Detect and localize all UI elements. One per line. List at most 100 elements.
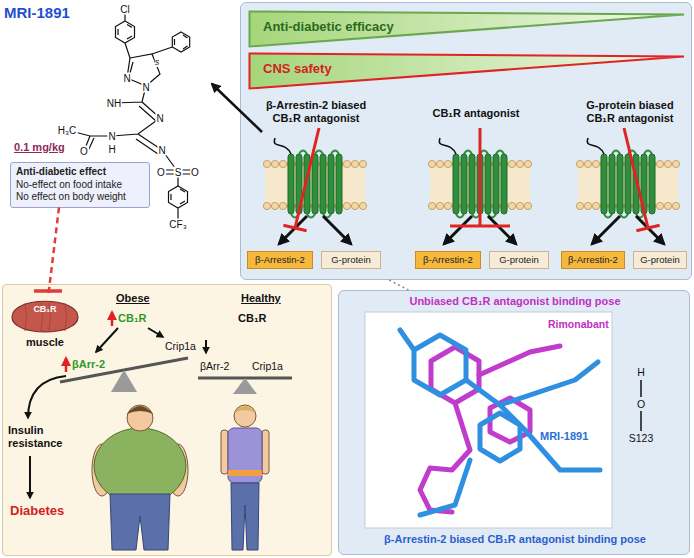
drawing-part	[400, 330, 414, 350]
drawing-part	[428, 202, 435, 209]
drawing-part	[461, 154, 467, 214]
drawing-part	[312, 154, 318, 214]
atom-label: O	[79, 146, 89, 157]
drawing-part	[516, 160, 523, 167]
atom-label: N	[107, 131, 116, 142]
drawing-part	[576, 160, 583, 167]
node-text: CB₁R	[9, 304, 81, 315]
drawing-part	[584, 160, 591, 167]
connector	[389, 280, 408, 290]
node-text: G-protein biased CB₁R antagonist	[571, 99, 689, 125]
node-text: muscle	[9, 336, 81, 349]
atom-label: O	[156, 167, 166, 178]
wedge-shape	[250, 54, 685, 89]
figure-label: βArr-2	[72, 358, 105, 371]
atom-label: NH	[106, 98, 122, 109]
node-text: β-Arrestin-2	[419, 252, 477, 268]
figure-label: H	[636, 366, 646, 378]
figure-label: O	[636, 398, 646, 410]
drawing-part	[343, 160, 350, 167]
arrestin-box: β-Arrestin-2	[247, 251, 313, 269]
node-text: Obese	[116, 292, 176, 304]
drawing-part	[453, 154, 459, 214]
drawing-part	[444, 160, 451, 167]
drawing-part	[479, 128, 482, 226]
node-text: G-protein	[325, 252, 377, 268]
drawing-part	[656, 160, 663, 167]
arrestin-box: β-Arrestin-2	[561, 251, 625, 269]
drawing-part	[320, 154, 326, 214]
gprotein-box: G-protein	[321, 251, 381, 269]
figure-label: S123	[628, 432, 655, 444]
drawing-part	[601, 154, 607, 214]
drawing-part	[279, 160, 286, 167]
node-text: Anti-diabetic effect	[16, 166, 144, 179]
drawing-part	[263, 160, 270, 167]
node-text: β-Arrestin-2 biased CB₁R antagonist	[251, 99, 381, 125]
drawing-part	[263, 202, 270, 209]
figure-label: Insulin resistance	[8, 424, 80, 450]
drawing-part	[205, 340, 207, 353]
figure-label: Diabetes	[10, 504, 64, 519]
drawing-part	[343, 202, 350, 209]
drawing-part	[617, 154, 623, 214]
node-text: Unbiased CB₁R antagonist binding pose	[349, 295, 681, 308]
drawing-part	[584, 202, 591, 209]
drawing-part	[365, 312, 612, 528]
drawing-part	[127, 405, 153, 431]
drawing-part	[29, 456, 31, 498]
drawing-part	[508, 160, 515, 167]
muscle-fiber	[65, 303, 67, 331]
drawing-part	[111, 312, 114, 326]
atom-label: H	[107, 144, 116, 155]
drawing-part	[228, 470, 262, 476]
drawing-part	[672, 202, 679, 209]
atom-label: S	[174, 167, 183, 178]
atom-label: s	[155, 57, 160, 67]
drawing-part	[436, 160, 443, 167]
node-text: No effect on body weight	[16, 191, 144, 204]
figure-label: CB₁R	[238, 312, 266, 325]
drawing-part	[500, 362, 598, 405]
drawing-part	[450, 225, 510, 228]
node-text: β-Arrestin-2	[251, 252, 309, 268]
drawing-part	[262, 430, 269, 474]
drawing-part	[524, 202, 531, 209]
drawing-part	[640, 411, 642, 431]
wedge-shape	[250, 12, 685, 47]
drawing-part	[420, 346, 560, 512]
drawing-part	[221, 430, 228, 474]
atom-label: N	[155, 113, 164, 124]
atom-label: O	[190, 167, 200, 178]
node-text: G-protein	[493, 252, 545, 268]
gprotein-box: G-protein	[633, 251, 687, 269]
drawing-part	[469, 154, 475, 214]
drawing-part	[420, 403, 470, 512]
figure-label: Crip1a	[165, 340, 196, 352]
figure-label: Crip1a	[252, 360, 283, 372]
drawing-part	[328, 154, 334, 214]
drawing-part	[351, 202, 358, 209]
drawing-part	[501, 154, 507, 214]
drawing-part	[649, 154, 655, 214]
drawing-part	[672, 160, 679, 167]
drawing-part	[436, 202, 443, 209]
drawing-part	[444, 202, 451, 209]
gprotein-box: G-protein	[489, 251, 549, 269]
muscle-icon: CB₁R muscle	[9, 293, 81, 355]
atom-label: N	[122, 73, 131, 84]
connector	[49, 208, 59, 294]
strategy-panel: β-Arrestin-2 biased CB₁R antagonistCB₁R …	[240, 2, 692, 280]
arrestin-box: β-Arrestin-2	[415, 251, 481, 269]
drawing-part	[65, 358, 68, 372]
drawing-part	[228, 428, 262, 483]
drawing-part	[592, 202, 599, 209]
drawing-part	[351, 160, 358, 167]
drawing-part	[336, 154, 342, 214]
drawing-part	[493, 154, 499, 214]
node-text: Healthy	[241, 292, 301, 304]
drawing-part	[234, 405, 256, 427]
drawing-part	[400, 330, 600, 515]
